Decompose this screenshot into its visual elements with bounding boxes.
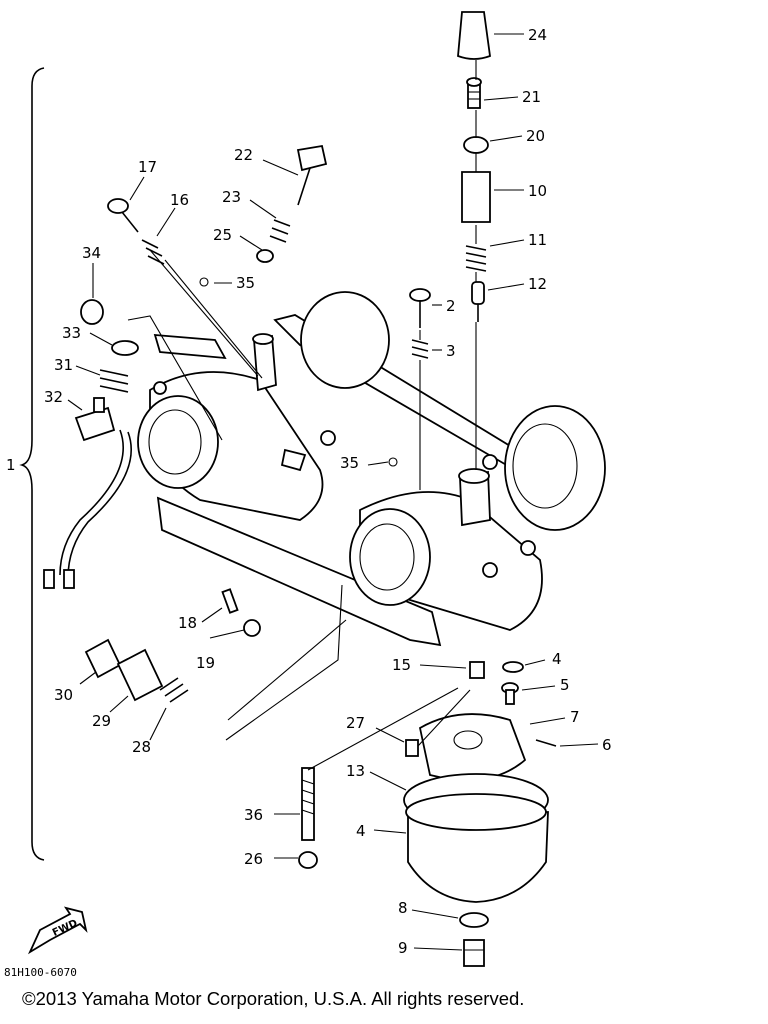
callout-9: 9 [398, 939, 408, 957]
callout-35-upper: 35 [199, 274, 255, 292]
callout-4-bowl: 4 [356, 822, 366, 840]
callout-36: 36 [244, 806, 263, 824]
part-15-jet [469, 661, 485, 679]
callout-12: 12 [528, 275, 547, 293]
callout-32: 32 [44, 388, 63, 406]
callout-34: 34 [82, 244, 101, 262]
part-29-piston [116, 648, 164, 702]
part-6-pin [535, 739, 557, 747]
part-10-mixing-chamber-top [461, 171, 491, 223]
callout-25: 25 [213, 226, 232, 244]
callout-18: 18 [178, 614, 197, 632]
assembly-guide-lines [127, 60, 477, 771]
drawing-code: 81H100-6070 [4, 966, 77, 979]
part-22-throttle-stop-screw [296, 144, 328, 206]
callout-22: 22 [234, 146, 253, 164]
callout-35-lower: 35 [340, 454, 398, 472]
part-31-spring [99, 369, 129, 393]
part-2-screw [409, 288, 431, 328]
callout-11: 11 [528, 231, 547, 249]
callout-30: 30 [54, 686, 73, 704]
callout-28: 28 [132, 738, 151, 756]
callout-15: 15 [392, 656, 411, 674]
part-20-nut [463, 136, 489, 154]
part-16-spring [141, 239, 165, 265]
leader-lines [67, 33, 599, 951]
callout-13: 13 [346, 762, 365, 780]
part-28-spring [159, 677, 189, 703]
callout-19: 19 [196, 654, 215, 672]
callout-5: 5 [560, 676, 570, 694]
callout-27: 27 [346, 714, 365, 732]
callout-26: 26 [244, 850, 263, 868]
callout-6: 6 [602, 736, 612, 754]
part-9-drain-plug [463, 939, 485, 967]
carburetor-body [137, 291, 606, 647]
callout-8: 8 [398, 899, 408, 917]
part-12-needle [471, 281, 485, 322]
callout-7: 7 [570, 708, 580, 726]
callout-33: 33 [62, 324, 81, 342]
part-18-pin [221, 588, 239, 614]
part-7-float [418, 713, 527, 781]
part-36-stud [301, 767, 315, 841]
part-8-washer [459, 912, 489, 928]
callout-35-upper-text: 35 [236, 274, 255, 292]
callout-1: 1 [6, 456, 16, 474]
fwd-arrow-icon [27, 906, 88, 955]
part-24-cap [457, 11, 491, 60]
callout-labels: 24 21 20 10 11 12 2 3 22 23 25 35 35 17 … [6, 26, 612, 957]
callout-17: 17 [138, 158, 157, 176]
part-11-spring [465, 245, 487, 272]
callout-10: 10 [528, 182, 547, 200]
assembly-bracket [19, 67, 45, 861]
part-19-clip [243, 619, 261, 637]
part-33-washer [111, 340, 139, 356]
part-5-screw [501, 682, 519, 705]
callout-23: 23 [222, 188, 241, 206]
callout-2: 2 [446, 297, 456, 315]
part-4-float-bowl [405, 793, 549, 903]
callout-4-washer: 4 [552, 650, 562, 668]
callout-20: 20 [526, 127, 545, 145]
part-32-fuel-fitting [74, 397, 116, 442]
callout-16: 16 [170, 191, 189, 209]
part-30-float-valve [84, 638, 122, 679]
part-4-washer [502, 661, 524, 673]
part-23-spring [269, 219, 291, 243]
part-17-screw [107, 198, 139, 233]
part-25-nut [256, 249, 274, 263]
part-21-adjuster [466, 77, 482, 109]
part-34-cap [80, 299, 104, 325]
fuel-hose [43, 429, 132, 589]
callout-3: 3 [446, 342, 456, 360]
callout-35-lower-text: 35 [340, 454, 359, 472]
part-26-nut [298, 851, 318, 869]
part-27-screw [405, 739, 419, 757]
callout-21: 21 [522, 88, 541, 106]
callout-29: 29 [92, 712, 111, 730]
callout-31: 31 [54, 356, 73, 374]
callout-24: 24 [528, 26, 547, 44]
part-3-spring [411, 339, 429, 359]
copyright-notice: ©2013 Yamaha Motor Corporation, U.S.A. A… [22, 988, 525, 1009]
